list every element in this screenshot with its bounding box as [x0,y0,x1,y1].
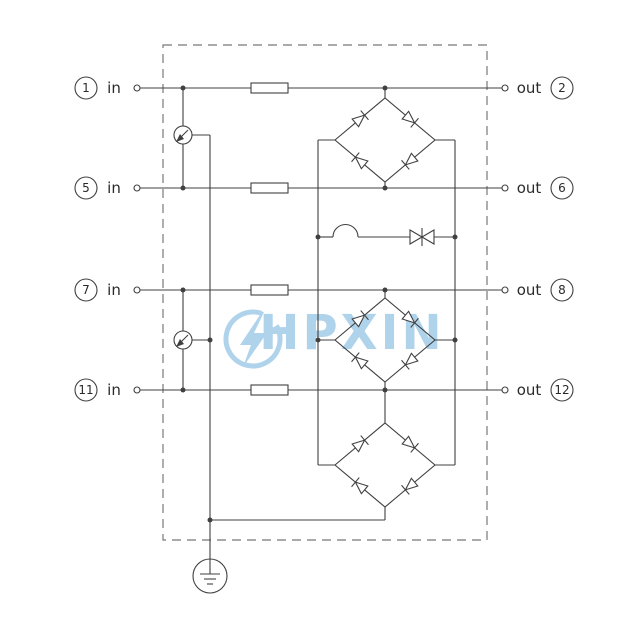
row-4-right: out 12 [501,378,574,402]
tvs-diode [409,228,435,246]
in-label-7: in [107,281,121,299]
terminal-number-7: 7 [82,283,90,297]
terminal-badge-2 [550,76,574,100]
bridge-stems [317,88,456,520]
terminal-badge-11 [74,378,98,402]
row-3-left: 7 in [74,278,141,302]
ground-rail [209,135,385,559]
inductor [332,223,359,238]
output-terminal-8 [501,286,509,294]
in-label-11: in [107,381,121,399]
input-terminal-11 [133,386,141,394]
terminal-number-6: 6 [558,181,566,195]
row-2-left: 5 in [74,176,141,200]
input-terminal-5 [133,184,141,192]
terminal-badge-12 [550,378,574,402]
enclosure-outline [162,44,488,541]
row-2-right: out 6 [501,176,574,200]
ground-symbol [192,558,228,594]
terminal-number-12: 12 [554,383,569,397]
out-label-6: out [517,179,542,197]
in-label-5: in [107,179,121,197]
output-terminal-6 [501,184,509,192]
resistor-4 [250,384,289,396]
row-4-left: 11 in [74,378,141,402]
output-terminal-12 [501,386,509,394]
diode-bridge-3 [335,423,435,507]
out-label-8: out [517,281,542,299]
terminal-badge-1 [74,76,98,100]
watermark: HPXIN [223,305,444,369]
in-label-1: in [107,79,121,97]
out-label-12: out [517,381,542,399]
junction-dots [180,85,458,523]
resistor-2 [250,182,289,194]
input-terminal-7 [133,286,141,294]
terminal-number-11: 11 [78,383,93,397]
terminal-badge-5 [74,176,98,200]
lightning-bolt-icon [240,312,267,367]
resistor-3 [250,284,289,296]
terminal-number-2: 2 [558,81,566,95]
row-3-right: out 8 [501,278,574,302]
input-terminal-1 [133,84,141,92]
output-terminal-2 [501,84,509,92]
watermark-text: HPXIN [259,305,444,361]
diode-bridge-1 [335,98,435,182]
row-1-right: out 2 [501,76,574,100]
terminal-badge-7 [74,278,98,302]
hpxin-lightning-icon [223,309,283,369]
resistor-1 [250,82,289,94]
watermark-swoosh [223,309,283,369]
out-label-2: out [517,79,542,97]
terminal-number-5: 5 [82,181,90,195]
terminal-number-1: 1 [82,81,90,95]
terminal-number-8: 8 [558,283,566,297]
terminal-badge-6 [550,176,574,200]
row-1-left: 1 in [74,76,141,100]
terminal-badge-8 [550,278,574,302]
inductor-tvs-branch [318,223,455,246]
gas-discharge-tube-2 [173,290,210,390]
gas-discharge-tube-1 [173,88,210,188]
